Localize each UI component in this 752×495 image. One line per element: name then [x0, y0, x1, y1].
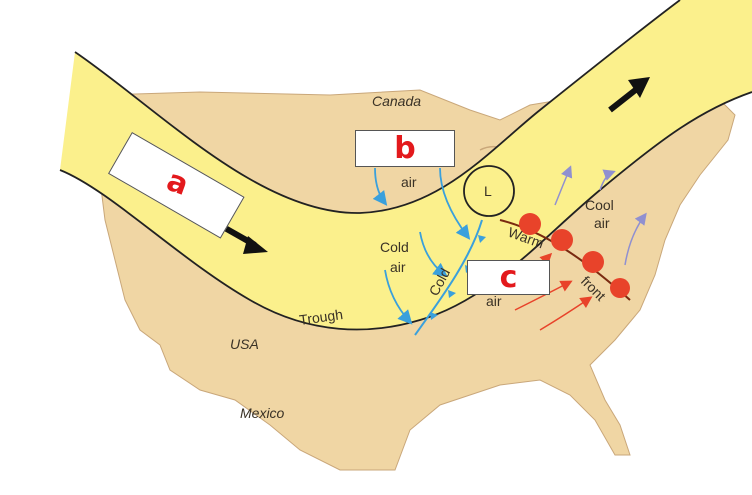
cool-air-arrows [554, 165, 647, 266]
label-usa: USA [230, 336, 259, 352]
label-cold-air-1: Cold [380, 239, 409, 255]
label-cold-air-2: air [390, 259, 406, 275]
label-low-pressure: L [484, 183, 492, 199]
cold-front-line [414, 219, 483, 336]
jet-stream-lower-edge [59, 91, 752, 331]
label-cool-air-2: air [594, 215, 610, 231]
jet-stream-upper-edge [74, 0, 681, 214]
label-canada: Canada [372, 93, 421, 109]
handwritten-c: c [499, 260, 518, 295]
low-pressure-circle [463, 165, 515, 217]
label-b-air: air [401, 174, 417, 190]
cold-air-arrows [372, 167, 471, 325]
answer-box-b[interactable]: b [355, 130, 455, 167]
warm-front-semicircles [519, 213, 630, 298]
jet-stream-band [60, 0, 752, 330]
handwritten-b: b [394, 131, 416, 166]
jet-direction-arrow-east [608, 85, 640, 113]
label-mexico: Mexico [240, 405, 285, 421]
label-cool-air-1: Cool [585, 197, 614, 213]
label-trough: Trough [298, 306, 344, 328]
answer-box-c[interactable]: c [467, 260, 550, 295]
arrowhead-icon [243, 236, 268, 254]
label-c-air: air [486, 293, 502, 309]
arrowhead-icon [628, 77, 650, 98]
